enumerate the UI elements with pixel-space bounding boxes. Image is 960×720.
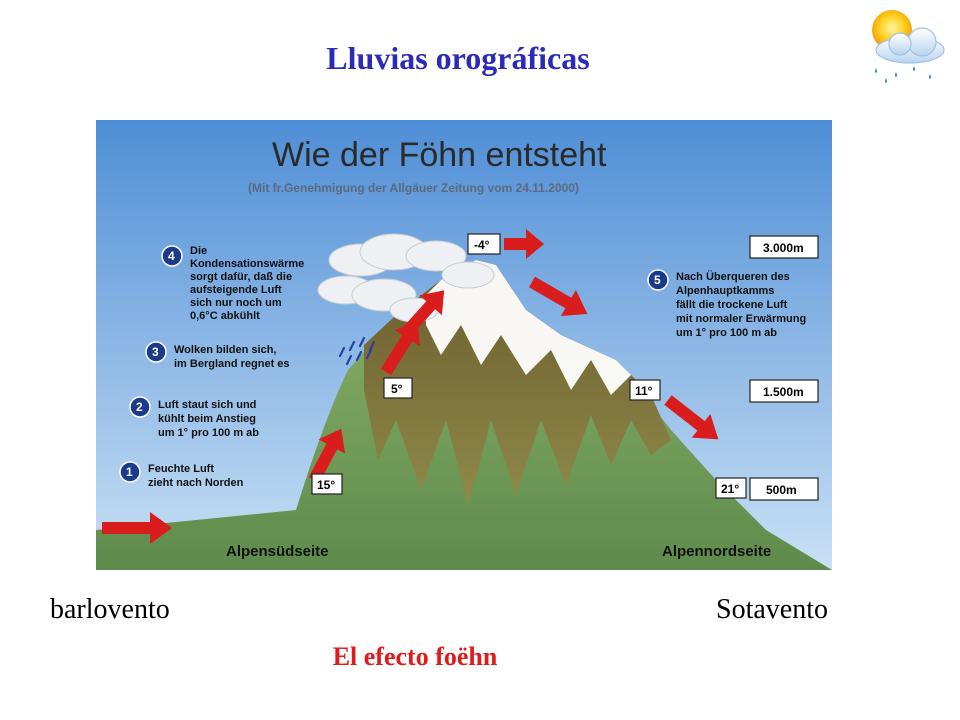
side-label-north: Alpennordseite	[662, 543, 771, 560]
step-4-line-2: Kondensationswärme	[190, 258, 304, 270]
foehn-diagram: Wie der Föhn entsteht (Mit fr.Genehmigun…	[96, 120, 832, 570]
temp-windward-low: 15°	[317, 478, 335, 492]
leeward-label: Sotavento	[716, 594, 828, 625]
arrow-summit	[504, 229, 544, 259]
step-5-line-3: fällt die trockene Luft	[676, 299, 788, 311]
temp-leeward-mid: 11°	[635, 384, 653, 398]
step-2-line-3: um 1° pro 100 m ab	[158, 427, 259, 439]
snow-cap	[426, 260, 631, 395]
arrow-incoming	[102, 512, 172, 544]
sun-cloud-rain-icon	[860, 6, 950, 90]
step-3-line-1: Wolken bilden sich,	[174, 344, 276, 356]
diagram-title: Wie der Föhn entsteht	[272, 136, 607, 174]
slide-title: Lluvias orográficas	[326, 40, 590, 76]
diagram-subtitle: (Mit fr.Genehmigung der Allgäuer Zeitung…	[248, 181, 579, 195]
altitude-low: 500m	[766, 483, 797, 497]
arrow-descend-2	[664, 395, 719, 440]
step-2-line-2: kühlt beim Anstieg	[158, 413, 256, 425]
step-5-line-4: mit normaler Erwärmung	[676, 313, 806, 325]
step-3-number: 3	[152, 345, 159, 359]
arrow-descend-1	[529, 276, 588, 316]
step-list: 4 Die Kondensationswärme sorgt dafür, da…	[119, 245, 806, 489]
step-4-line-5: sich nur noch um	[190, 297, 282, 309]
rain-drops	[338, 336, 376, 366]
step-4-line-3: sorgt dafür, daß die	[190, 271, 292, 283]
step-5-line-5: um 1° pro 100 m ab	[676, 327, 777, 339]
temp-summit: -4°	[474, 238, 490, 252]
altitude-labels: 3.000m 1.500m 500m	[749, 235, 819, 501]
step-2-line-1: Luft staut sich und	[158, 399, 256, 411]
step-4-line-4: aufsteigende Luft	[190, 284, 282, 296]
step-4-line-1: Die	[190, 245, 207, 257]
side-label-south: Alpensüdseite	[226, 543, 329, 560]
altitude-mid: 1.500m	[763, 385, 804, 399]
step-1-line-1: Feuchte Luft	[148, 463, 214, 475]
temp-windward-mid: 5°	[391, 382, 403, 396]
altitude-high: 3.000m	[763, 241, 804, 255]
step-4-line-6: 0,6°C abkühlt	[190, 310, 260, 322]
step-4-number: 4	[168, 249, 175, 263]
wind-arrows	[102, 229, 719, 544]
step-1-line-2: zieht nach Norden	[148, 477, 244, 489]
windward-label: barlovento	[50, 594, 170, 625]
temperature-labels: 15° 5° -4° 11° 21°	[311, 233, 747, 499]
temp-leeward-low: 21°	[721, 482, 739, 496]
step-5-line-2: Alpenhauptkamms	[676, 285, 774, 297]
step-5-line-1: Nach Überqueren des	[676, 270, 790, 283]
step-1-number: 1	[126, 465, 133, 479]
arrow-rise-3	[399, 290, 445, 340]
step-5-number: 5	[654, 273, 661, 287]
step-2-number: 2	[136, 400, 143, 414]
arrow-rise-1	[308, 428, 346, 483]
caption: El efecto foëhn	[332, 642, 498, 671]
step-3-line-2: im Bergland regnet es	[174, 358, 290, 370]
